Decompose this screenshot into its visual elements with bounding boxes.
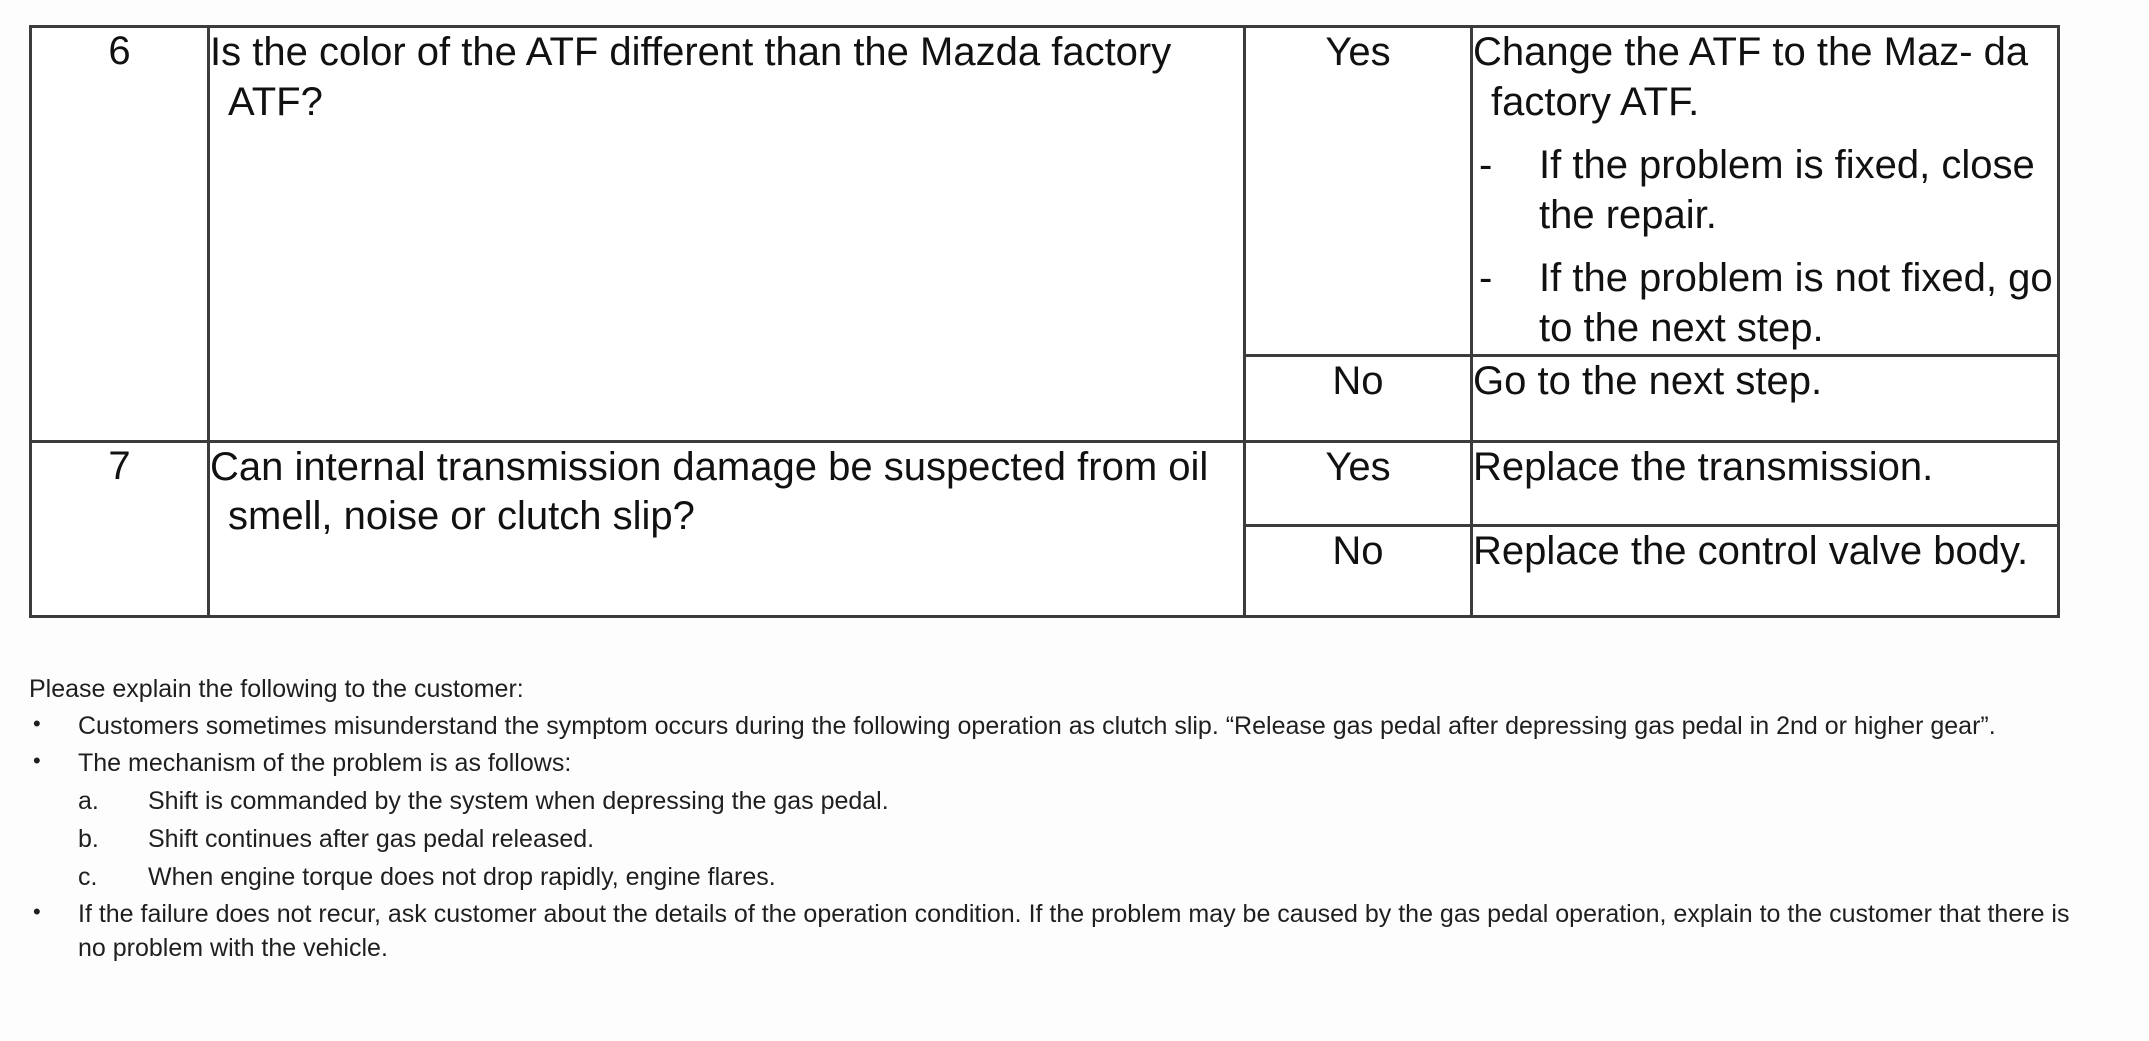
list-item: a. Shift is commanded by the system when…	[78, 784, 2089, 818]
bullet-dot-icon: •	[33, 711, 41, 736]
action-sub-text: If the problem is fixed, close the repai…	[1539, 143, 2035, 237]
action-cell-yes: Replace the transmission.	[1470, 439, 2060, 527]
action-cell-no: Go to the next step.	[1470, 353, 2060, 443]
notes-intro: Please explain the following to the cust…	[29, 675, 524, 703]
action-lead-line-1: Change the ATF to the Maz-	[1473, 30, 1973, 74]
dash-bullet-icon: -	[1479, 256, 1493, 301]
alpha-text: Shift continues after gas pedal released…	[148, 825, 595, 853]
action-sub-list: - If the problem is fixed, close the rep…	[1473, 141, 2057, 353]
table-row: 7 Can internal transmission damage be su…	[29, 439, 2060, 619]
table-row: No Go to the next step.	[31, 353, 2060, 443]
answer-label: Yes	[1325, 30, 1391, 74]
table-row: No Replace the control valve body.	[31, 523, 2060, 619]
step-number: 6	[108, 29, 131, 73]
step-number-cell: 6	[29, 25, 210, 443]
step-number: 7	[108, 443, 131, 488]
notes-bullet-list: • Customers sometimes misunderstand the …	[29, 709, 2089, 965]
question-line-2: ATF?	[228, 79, 323, 124]
dash-bullet-icon: -	[1479, 143, 1493, 188]
answer-label: No	[1332, 528, 1384, 573]
alpha-marker: a.	[78, 787, 99, 815]
question-line-1: Can internal transmission damage be susp…	[210, 444, 1158, 489]
action-cell-yes: Change the ATF to the Maz- da factory AT…	[1470, 25, 2060, 357]
bullet-text: Customers sometimes misunderstand the sy…	[78, 712, 1996, 740]
bullet-dot-icon: •	[33, 748, 41, 773]
notes-alpha-list: a. Shift is commanded by the system when…	[78, 784, 2089, 894]
bullet-text: If the failure does not recur, ask custo…	[78, 900, 2070, 962]
answer-label: Yes	[1325, 444, 1391, 489]
answer-label: No	[1332, 358, 1384, 403]
question-line-2: oil smell, noise or clutch slip?	[228, 444, 1209, 539]
alpha-text: Shift is commanded by the system when de…	[148, 787, 889, 815]
action-lead-line-1: Replace the control valve body.	[1473, 528, 2029, 573]
list-item: • The mechanism of the problem is as fol…	[29, 746, 2089, 894]
action-sub-item: - If the problem is fixed, close the rep…	[1473, 141, 2057, 240]
action-lead-line-1: Go to the next step.	[1473, 358, 1823, 403]
alpha-marker: b.	[78, 825, 99, 853]
table-row: 6 Is the color of the ATF different than…	[29, 25, 2060, 443]
list-item: c. When engine torque does not drop rapi…	[78, 860, 2089, 894]
bullet-dot-icon: •	[33, 899, 41, 924]
customer-explanation-notes: Please explain the following to the cust…	[29, 672, 2089, 965]
answer-cell-yes: Yes	[1243, 439, 1473, 527]
alpha-marker: c.	[78, 863, 98, 891]
action-cell-no: Replace the control valve body.	[1470, 523, 2060, 619]
list-item: • Customers sometimes misunderstand the …	[29, 709, 2089, 743]
step-number-cell: 7	[29, 439, 210, 619]
answer-cell-no: No	[1243, 523, 1473, 619]
answer-cell-no: No	[1243, 353, 1473, 443]
list-item: b. Shift continues after gas pedal relea…	[78, 822, 2089, 856]
alpha-text: When engine torque does not drop rapidly…	[148, 863, 776, 891]
answer-cell-yes: Yes	[1243, 25, 1473, 357]
action-lead-line-2: da factory ATF.	[1491, 30, 2029, 124]
question-cell: Can internal transmission damage be susp…	[207, 439, 1246, 619]
action-lead-line-1: Replace the transmission.	[1473, 444, 1934, 489]
question-line-1: Is the color of the ATF different than t…	[210, 30, 1172, 74]
list-item: • If the failure does not recur, ask cus…	[29, 897, 2089, 965]
diagnostic-flow-table: 6 Is the color of the ATF different than…	[29, 25, 2060, 619]
action-sub-text: If the problem is not fixed, go to the n…	[1539, 256, 2053, 350]
action-sub-item: - If the problem is not fixed, go to the…	[1473, 254, 2057, 353]
bullet-text: The mechanism of the problem is as follo…	[78, 749, 572, 777]
question-cell: Is the color of the ATF different than t…	[207, 25, 1246, 443]
